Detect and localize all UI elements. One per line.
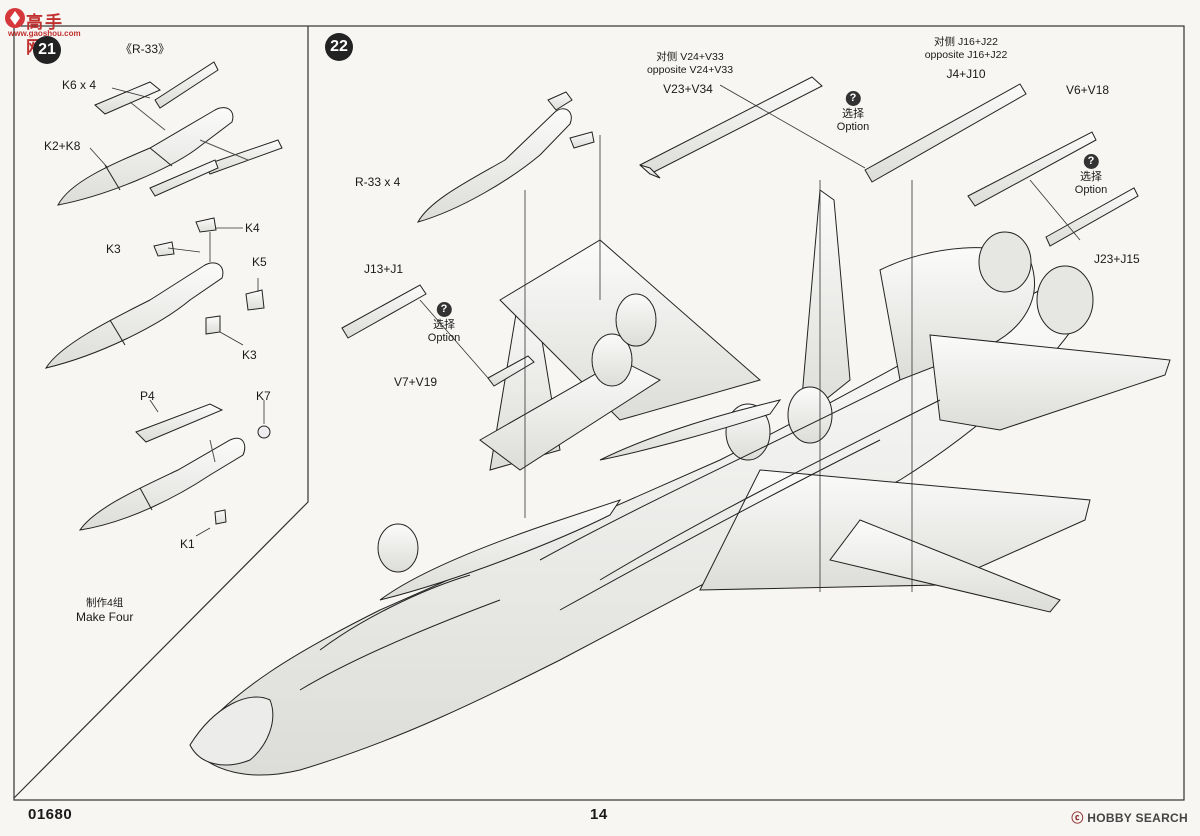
leader-lines: [89, 84, 1081, 592]
label-k4: K4: [245, 221, 260, 235]
question-icon: ?: [1083, 154, 1099, 169]
step21-drawing: [44, 61, 283, 531]
option-marker-1: ? 选择 Option: [837, 91, 869, 134]
label-opp-j16-cn: 对侧 J16+J22: [934, 36, 998, 48]
page-frame: [13, 25, 1185, 801]
label-k2-k8: K2+K8: [44, 139, 81, 153]
label-j13-j1: J13+J1: [364, 262, 404, 276]
label-opp-v24-cn: 对侧 V24+V33: [656, 51, 724, 63]
option-marker-2: ? 选择 Option: [1075, 154, 1107, 197]
option-cn: 选择: [432, 319, 455, 331]
label-j4-j10: J4+J10: [946, 67, 986, 81]
label-p4: P4: [140, 389, 155, 403]
label-k6: K6 x 4: [62, 78, 97, 92]
step-divider: [13, 26, 309, 799]
option-en: Option: [836, 121, 870, 133]
question-icon: ?: [845, 91, 861, 106]
label-v7-v19: V7+V19: [394, 375, 438, 389]
hobby-search-mark-icon: ⓒ: [1071, 811, 1084, 825]
step21-title: 《R-33》: [120, 42, 171, 56]
watermark-url: www.gaoshou.com: [8, 29, 81, 38]
label-opp-v24-en: opposite V24+V33: [646, 64, 734, 76]
label-r33-x4: R-33 x 4: [355, 175, 401, 189]
label-k3-top: K3: [106, 242, 121, 256]
label-v6-v18: V6+V18: [1066, 83, 1110, 97]
note-make-four-en: Make Four: [76, 610, 134, 624]
step-22-badge: 22: [325, 33, 353, 61]
logo-icon: [5, 8, 25, 28]
hobby-search-logo: ⓒ HOBBY SEARCH: [1071, 809, 1188, 826]
note-make-four-cn: 制作4组: [86, 597, 124, 609]
step22-parts: [341, 76, 1139, 387]
page-number: 14: [590, 806, 608, 823]
question-icon: ?: [436, 302, 452, 317]
hobby-search-text: HOBBY SEARCH: [1087, 811, 1188, 825]
label-j23-j15: J23+J15: [1094, 252, 1140, 266]
option-en: Option: [1074, 184, 1108, 196]
step-21-badge: 21: [33, 36, 61, 64]
label-opp-j16-en: opposite J16+J22: [924, 49, 1008, 61]
label-k3-bottom: K3: [242, 348, 257, 362]
option-cn: 选择: [841, 108, 864, 120]
option-en: Option: [427, 332, 461, 344]
watermark-logo: 高手网 www.gaoshou.com: [4, 4, 82, 57]
aircraft-drawing: [189, 189, 1171, 776]
option-marker-3: ? 选择 Option: [428, 302, 460, 345]
kit-number: 01680: [28, 806, 73, 823]
label-v23-v34: V23+V34: [663, 82, 713, 96]
option-cn: 选择: [1079, 171, 1102, 183]
label-k7: K7: [256, 389, 271, 403]
label-k1: K1: [180, 537, 195, 551]
label-k5: K5: [252, 255, 267, 269]
